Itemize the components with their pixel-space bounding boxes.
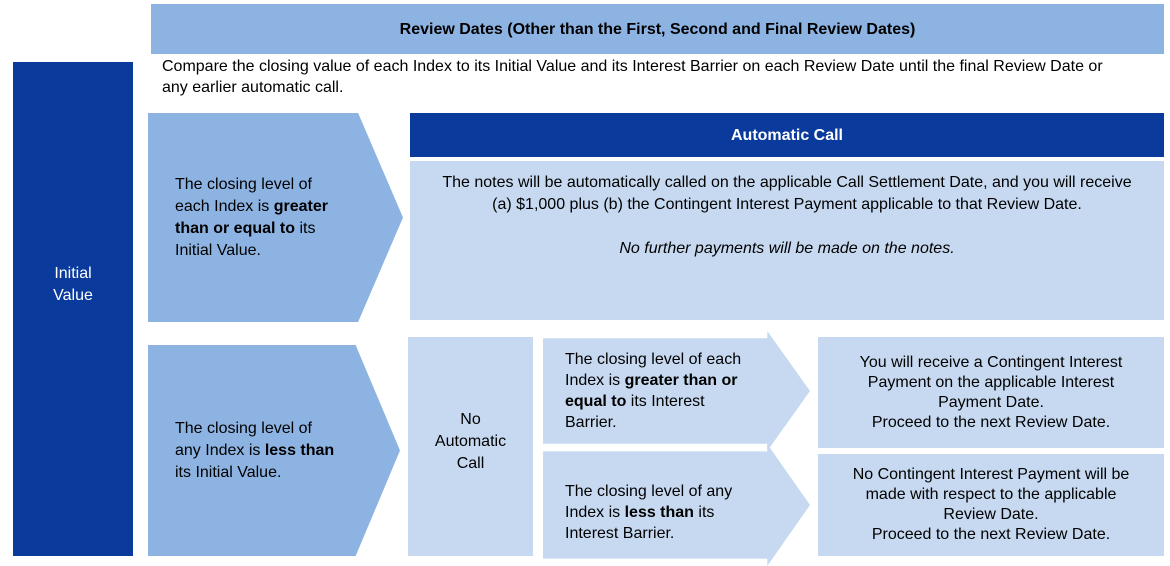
condition-arrow-lt-initial-value: The closing level of any Index is less t… [148, 345, 400, 556]
flowchart-title-bar: Review Dates (Other than the First, Seco… [151, 4, 1164, 54]
condition-ge-initial-text: The closing level of each Index is great… [175, 175, 328, 259]
automatic-call-header: Automatic Call [410, 113, 1164, 157]
automatic-call-description: The notes will be automatically called o… [442, 174, 1132, 213]
intro-text: Compare the closing value of each Index … [162, 58, 1103, 96]
condition-arrow-ge-initial-value: The closing level of each Index is great… [148, 113, 403, 322]
condition-arrow-ge-interest-barrier: The closing level of each Index is great… [543, 331, 810, 451]
condition-lt-initial-text: The closing level of any Index is less t… [175, 419, 335, 481]
automatic-call-body: The notes will be automatically called o… [410, 161, 1164, 320]
flowchart-title: Review Dates (Other than the First, Seco… [399, 20, 916, 38]
automatic-call-title: Automatic Call [730, 126, 843, 144]
automatic-call-note: No further payments will be made on the … [619, 240, 955, 257]
condition-ge-barrier-text: The closing level of each Index is great… [565, 351, 742, 431]
